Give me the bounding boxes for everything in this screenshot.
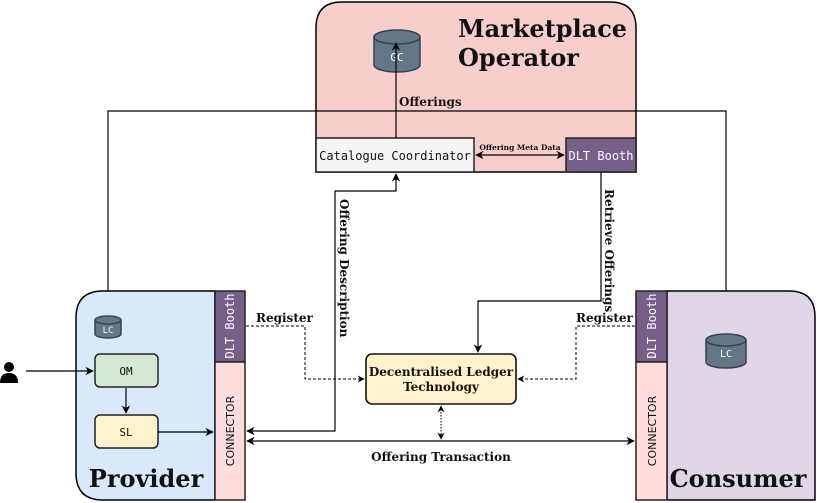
consumer: Consumer LC DLT Booth CONNECTOR <box>635 290 816 501</box>
provider-lc-database-icon: LC <box>94 315 122 339</box>
consumer-dlt-booth[interactable] <box>635 290 668 363</box>
ledger-label-line2: Technology <box>403 380 480 394</box>
provider-dlt-booth[interactable] <box>214 290 246 363</box>
offering-description-arrow <box>246 173 401 436</box>
om-label: OM <box>119 365 133 378</box>
provider-connector[interactable] <box>214 361 246 501</box>
user-icon <box>0 362 18 383</box>
ledger-label-line1: Decentralised Ledger <box>369 365 514 379</box>
consumer-connector-label: CONNECTOR <box>646 395 659 466</box>
retrieve-offerings-label: Retrieve Offerings <box>602 189 616 312</box>
consumer-container <box>666 290 816 501</box>
offering-description-label: Offering Description <box>337 199 351 338</box>
consumer-dlt-booth-label: DLT Booth <box>645 293 659 358</box>
lc-sync-line <box>107 110 727 336</box>
marketplace-title-line2: Operator <box>458 43 579 72</box>
marketplace-dlt-booth-label: DLT Booth <box>568 149 633 163</box>
consumer-connector[interactable] <box>635 361 668 501</box>
provider-title: Provider <box>89 464 204 493</box>
catalogue-coordinator-label: Catalogue Coordinator <box>319 149 471 163</box>
gc-database-icon: GC <box>373 29 421 73</box>
provider-connector-label: CONNECTOR <box>224 395 237 466</box>
consumer-title: Consumer <box>670 464 807 493</box>
meta-data-label: Offering Meta Data <box>479 143 560 152</box>
om-box[interactable] <box>94 353 159 388</box>
provider-lc-label: LC <box>103 326 114 336</box>
ledger-box[interactable] <box>365 353 517 405</box>
provider-register-label: Register <box>256 311 313 325</box>
catalogue-coordinator-box[interactable] <box>315 137 475 173</box>
marketplace-title-line1: Marketplace <box>458 14 627 43</box>
marketplace-operator: Marketplace Operator GC Catalogue Coordi… <box>315 1 637 173</box>
provider: Provider LC OM SL DLT Booth CONNECTOR <box>75 290 246 501</box>
consumer-register-label: Register <box>576 311 633 325</box>
gc-database-label: GC <box>390 51 403 64</box>
offering-transaction-label: Offering Transaction <box>371 450 511 464</box>
offerings-label: Offerings <box>399 95 462 109</box>
consumer-register-arrow <box>517 325 635 383</box>
consumer-lc-label: LC <box>720 349 732 360</box>
consumer-lc-database-icon: LC <box>705 333 747 369</box>
provider-dlt-booth-label: DLT Booth <box>223 293 237 358</box>
retrieve-offerings-arrow <box>473 172 602 353</box>
sl-label: SL <box>119 426 133 439</box>
